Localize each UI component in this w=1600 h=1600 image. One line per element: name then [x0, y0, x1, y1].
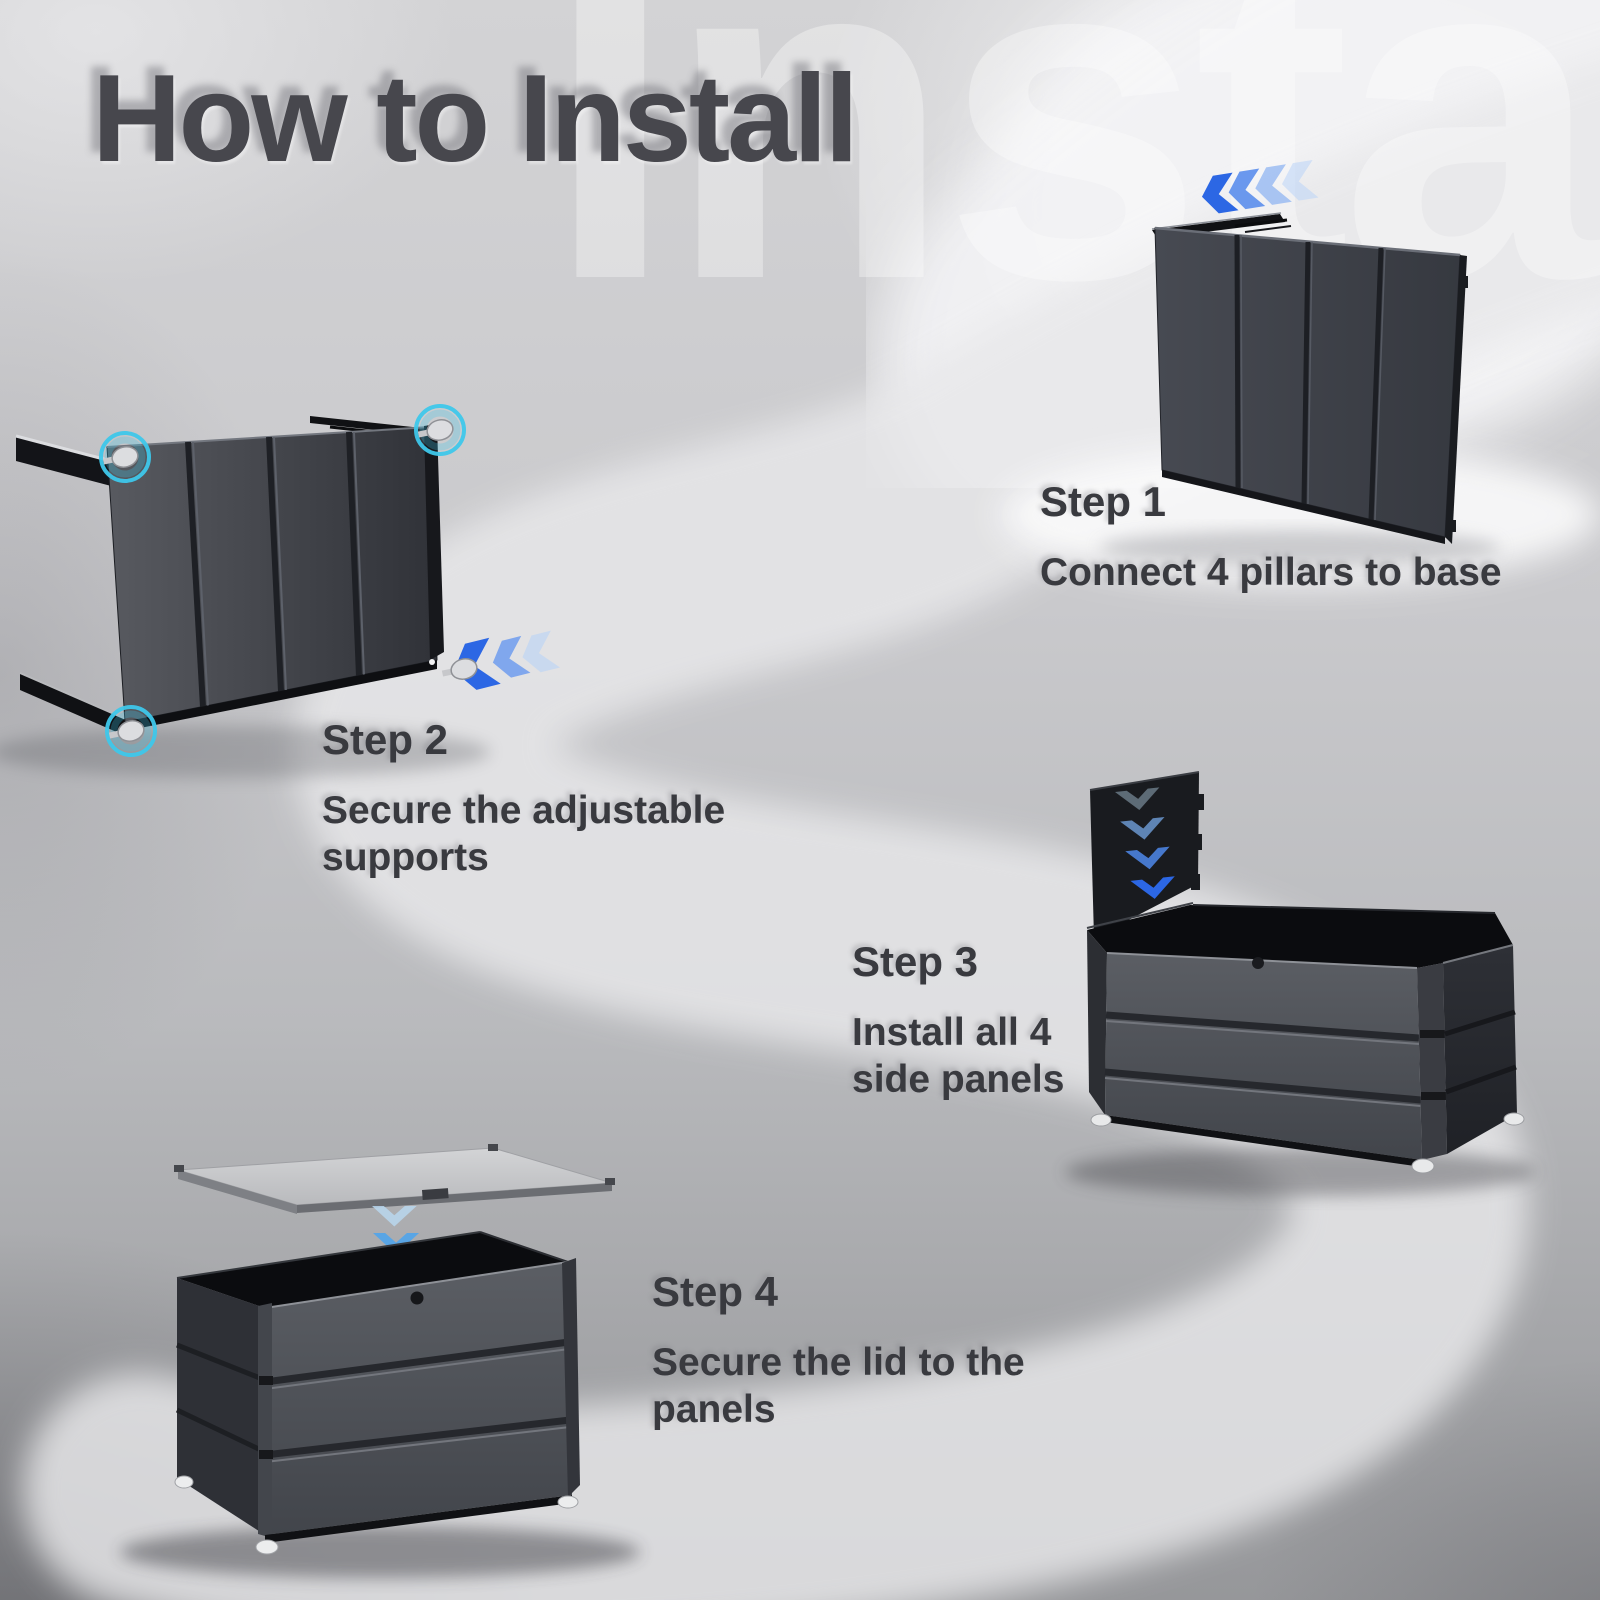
step-description: Connect 4 pillars to base — [1040, 551, 1502, 594]
step-text-block: Step 4 Secure the lid to the panels — [652, 1268, 1032, 1434]
box-foot — [557, 1495, 579, 1509]
step1-illustration — [1151, 160, 1468, 544]
step-description: Secure the adjustable supports — [322, 789, 726, 879]
base-with-pillars-panel — [1154, 226, 1468, 544]
step-label: Step 2 — [322, 716, 449, 763]
ground-shadow — [1100, 530, 1500, 566]
storage-box-open — [1086, 902, 1525, 1174]
step-text-block: Step 1 Connect 4 pillars to base — [1040, 478, 1580, 597]
keyhole-icon — [1252, 957, 1264, 969]
step2-illustration — [15, 390, 561, 770]
box-foot — [174, 1475, 194, 1489]
pillar-bar-bottom — [19, 672, 129, 737]
step-label: Step 1 — [1040, 478, 1167, 525]
swoosh-ribbon — [22, 58, 1600, 1600]
storage-box — [174, 1231, 580, 1555]
pillar-bar-top — [15, 434, 116, 487]
box-lid — [174, 1144, 615, 1214]
step-description: Secure the lid to the panels — [652, 1341, 1025, 1431]
step-text-block: Step 2 Secure the adjustable supports — [322, 716, 772, 882]
step4-illustration — [174, 1144, 615, 1555]
step-description: Install all 4 side panels — [852, 1011, 1065, 1101]
box-foot — [1090, 1113, 1112, 1127]
step-label: Step 4 — [652, 1268, 779, 1315]
box-foot — [255, 1539, 279, 1555]
side-panel-raised — [1089, 771, 1204, 938]
box-foot — [1503, 1112, 1525, 1126]
ground-shadow — [120, 1526, 640, 1578]
base-body-inverted — [106, 424, 444, 731]
step-text-block: Step 3 Install all 4 side panels — [852, 938, 1132, 1104]
step-label: Step 3 — [852, 938, 979, 985]
step3-illustration — [1086, 771, 1525, 1174]
page-title: How to Install — [92, 50, 859, 188]
lid-latch — [422, 1188, 449, 1200]
keyhole-icon — [410, 1291, 424, 1305]
box-foot — [1411, 1158, 1435, 1174]
